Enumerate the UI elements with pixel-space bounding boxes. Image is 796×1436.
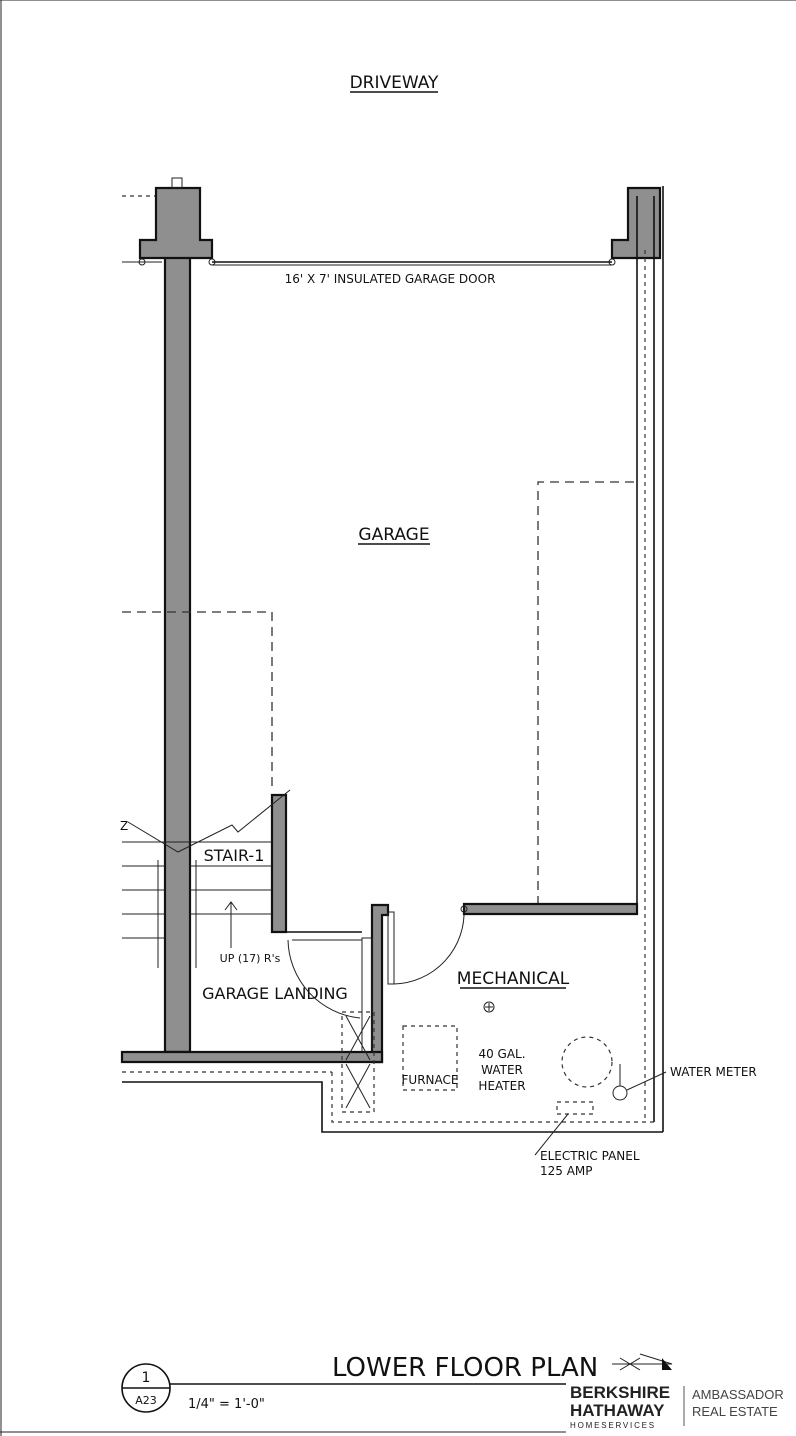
stair-wall [270,793,288,934]
furnace-label: FURNACE [402,1073,459,1087]
plan-title: LOWER FLOOR PLAN [332,1353,598,1383]
left-dashed-zone [122,611,273,790]
brand-line-2: HATHAWAY [570,1401,665,1420]
detail-number: 1 [142,1370,151,1386]
break-mark: Z [120,819,128,833]
water-meter-icon [612,1085,628,1101]
agency-line-1: AMBASSADOR [692,1387,784,1402]
electric-panel-label-1: ELECTRIC PANEL [540,1149,640,1163]
water-heater-label-3: HEATER [478,1079,525,1093]
water-meter-label: WATER METER [670,1065,757,1079]
water-heater-label-2: WATER [481,1063,523,1077]
sheet-number: A23 [135,1394,157,1407]
left-pier [138,186,214,260]
left-wall [163,194,192,1054]
electric-panel-leader [534,1113,569,1156]
hinge-left [138,258,146,266]
plan-scale: 1/4" = 1'-0" [188,1397,265,1412]
furnace-box [402,1025,458,1091]
mechanical-door-swing [393,907,465,985]
landing-door-swing [287,939,361,1019]
lower-outline [122,1081,663,1133]
stair-up-arrowhead [224,901,238,911]
garage-landing-label: GARAGE LANDING [202,984,348,1003]
partition-inner [361,937,373,1054]
mechanical-label: MECHANICAL [457,969,570,989]
stair-note: UP (17) R's [220,952,281,965]
garage-label: GARAGE [358,525,429,545]
stair-treads [122,841,272,968]
brand-panel [566,1378,796,1436]
north-arrow-icon [612,1353,673,1371]
stair-label: STAIR-1 [204,846,265,865]
electric-panel-label-2: 125 AMP [540,1164,593,1178]
stair-break-line [127,789,291,853]
right-pier [610,186,662,260]
door-jamb [387,911,395,985]
hatch-lines [345,1015,371,1109]
water-heater-label-1: 40 GAL. [478,1047,525,1061]
agency-line-2: REAL ESTATE [692,1404,778,1419]
water-tank-circle [561,1036,613,1088]
mechanical-top-wall [462,902,639,916]
door-hinge [460,905,468,913]
garage-dashed-zone [537,481,637,905]
driveway-label: DRIVEWAY [350,73,439,93]
brand-line-3: HOMESERVICES [570,1421,656,1430]
floor-drain-icon [483,1001,495,1013]
water-meter-leader [626,1071,667,1091]
electric-panel-box [556,1101,594,1115]
garage-bottom-wall [120,1050,384,1064]
garage-door-label: 16' X 7' INSULATED GARAGE DOOR [285,272,496,286]
hatch-box [341,1011,375,1113]
lower-inner-dash [331,1072,654,1123]
floor-drain-cross [485,1003,493,1011]
pier-cap [171,177,183,189]
brand-line-1: BERKSHIRE [570,1383,670,1402]
